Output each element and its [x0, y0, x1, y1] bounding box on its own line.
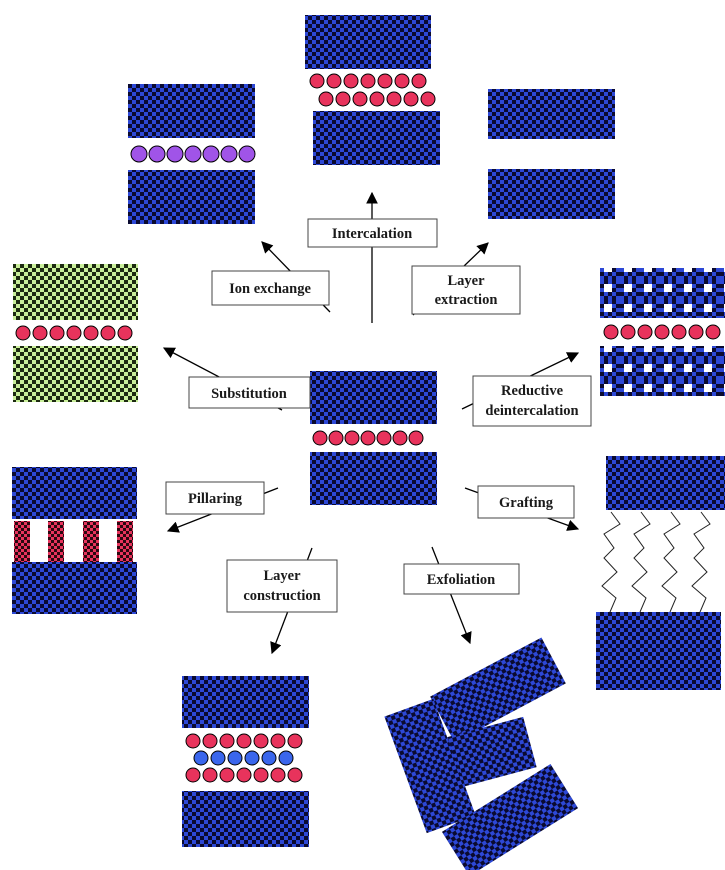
- center-structure: [310, 371, 437, 505]
- product-ion-exchange: [128, 84, 256, 224]
- product-reductive-deintercalation: [600, 268, 725, 396]
- arrow-exfoliation: [431, 546, 472, 645]
- svg-text:extraction: extraction: [435, 292, 498, 308]
- label-substitution: Substitution: [188, 376, 311, 409]
- svg-text:Layer: Layer: [447, 273, 485, 289]
- label-grafting: Grafting: [477, 485, 575, 519]
- label-exfoliation: Exfoliation: [403, 563, 520, 595]
- svg-text:Ion exchange: Ion exchange: [229, 281, 311, 297]
- svg-text:Reductive: Reductive: [501, 383, 564, 399]
- svg-text:Exfoliation: Exfoliation: [427, 572, 495, 588]
- svg-text:Layer: Layer: [263, 568, 301, 584]
- svg-text:Intercalation: Intercalation: [332, 226, 412, 242]
- svg-text:Substitution: Substitution: [211, 386, 287, 402]
- product-substitution: [13, 264, 138, 402]
- label-layer-construction: Layer construction: [226, 559, 338, 613]
- label-ion-exchange: Ion exchange: [211, 270, 330, 306]
- svg-text:deintercalation: deintercalation: [485, 403, 578, 419]
- svg-text:Pillaring: Pillaring: [188, 491, 243, 507]
- label-layer-extraction: Layer extraction: [411, 265, 521, 315]
- product-intercalation: [305, 15, 440, 165]
- label-intercalation: Intercalation: [307, 218, 438, 248]
- svg-text:Grafting: Grafting: [499, 495, 554, 511]
- product-exfoliation: [384, 637, 579, 870]
- center-bottom-layer: [310, 452, 437, 505]
- product-grafting: [596, 456, 725, 690]
- label-pillaring: Pillaring: [165, 481, 265, 515]
- svg-text:construction: construction: [243, 588, 320, 604]
- label-reductive-deintercalation: Reductive deintercalation: [472, 375, 592, 427]
- product-pillaring: [12, 467, 137, 614]
- center-ion-row: [312, 430, 424, 446]
- product-layer-construction: [182, 676, 309, 847]
- center-top-layer: [310, 371, 437, 424]
- product-layer-extraction: [488, 89, 615, 219]
